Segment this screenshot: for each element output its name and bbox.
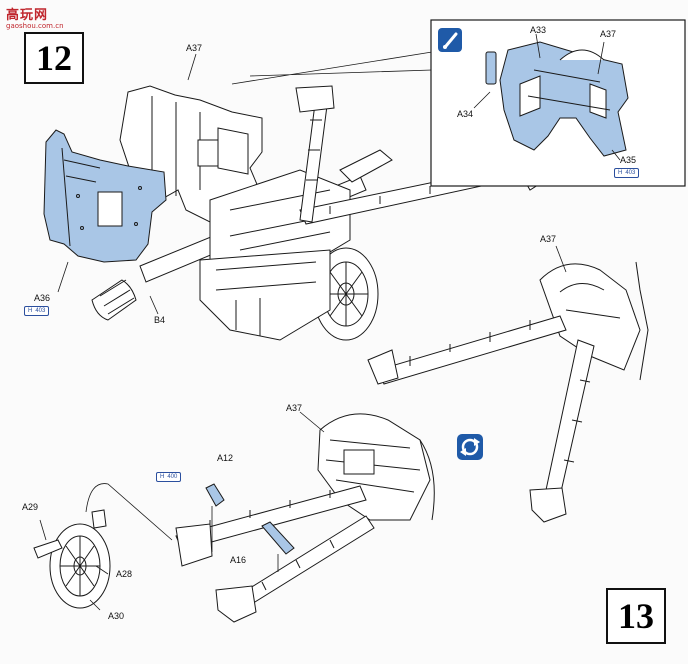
label-b4: B4 <box>154 315 166 325</box>
trail-spade-right <box>529 487 567 523</box>
inset-part-a34 <box>485 51 497 85</box>
trail-leg-right-2 <box>545 339 595 497</box>
step-number-13: 13 <box>606 588 666 644</box>
label-a34: A34 <box>457 109 474 119</box>
part-a12 <box>205 483 225 507</box>
label-a16: A16 <box>230 555 247 565</box>
trail-leg-right-1 <box>377 315 567 385</box>
inset-shield-a33 <box>499 41 629 157</box>
watermark-logo: 高玩网 <box>6 8 49 23</box>
part-a28 <box>91 509 107 529</box>
rotate-view-icon <box>457 434 483 460</box>
part-a16 <box>261 521 295 555</box>
label-a37-right: A37 <box>540 234 557 244</box>
label-a12: A12 <box>217 453 234 463</box>
label-a37-inset: A37 <box>600 29 617 39</box>
glue-icon <box>438 28 462 52</box>
watermark-url: gaoshou.com.cn <box>6 22 64 30</box>
label-a30: A30 <box>108 611 125 621</box>
label-a29: A29 <box>22 502 39 512</box>
part-a29 <box>33 539 63 559</box>
label-a28: A28 <box>116 569 133 579</box>
label-a36: A36 <box>34 293 51 303</box>
label-a37-bottom: A37 <box>286 403 303 413</box>
label-a37-top: A37 <box>186 43 203 53</box>
step-number-12: 12 <box>24 32 84 84</box>
label-a35: A35 <box>620 155 637 165</box>
label-a33: A33 <box>530 25 547 35</box>
trail-spade-bottom <box>215 585 257 623</box>
